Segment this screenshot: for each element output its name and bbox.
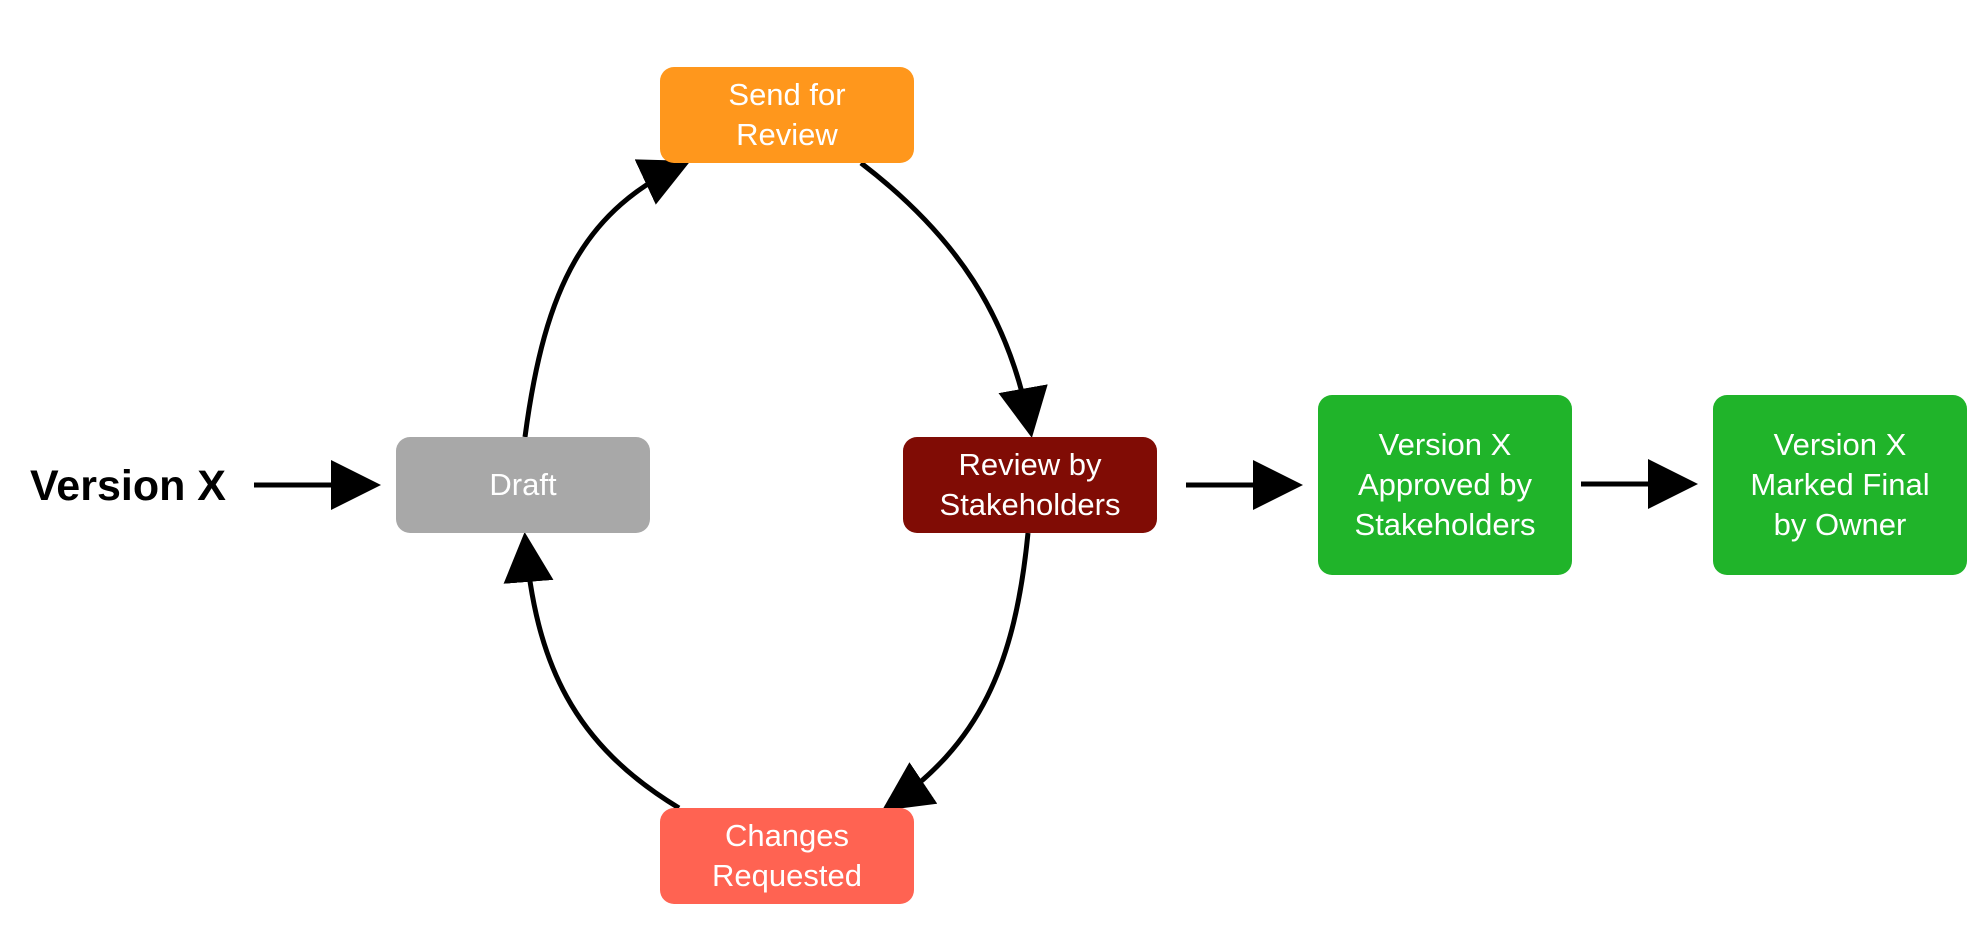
start-label-version-x: Version X xyxy=(30,461,226,510)
send-for-review-label-line-1: Send for xyxy=(728,77,846,112)
changes-requested-node: Changes Requested xyxy=(660,808,914,904)
send-for-review-node: Send for Review xyxy=(660,67,914,163)
version-marked-final-node: Version X Marked Final by Owner xyxy=(1713,395,1967,575)
changes-requested-label-line-1: Changes xyxy=(724,818,850,853)
version-final-label-line-2: Marked Final xyxy=(1750,467,1930,502)
arrow-changes-requested-to-draft xyxy=(503,532,681,811)
send-for-review-label-line-2: Review xyxy=(736,117,838,152)
version-approved-label-line-3: Stakeholders xyxy=(1354,507,1536,542)
draft-node-label: Draft xyxy=(489,467,557,502)
version-final-label-line-1: Version X xyxy=(1773,427,1907,462)
arrow-draft-to-send-for-review xyxy=(522,159,691,438)
review-by-stakeholders-label-line-2: Stakeholders xyxy=(939,487,1121,522)
version-approved-label-line-2: Approved by xyxy=(1357,467,1533,502)
changes-requested-label-line-2: Requested xyxy=(712,858,862,893)
version-approved-label-line-1: Version X xyxy=(1378,427,1512,462)
version-approved-node: Version X Approved by Stakeholders xyxy=(1318,395,1572,575)
version-final-label-line-3: by Owner xyxy=(1773,507,1907,542)
review-by-stakeholders-label-line-1: Review by xyxy=(958,447,1102,482)
arrow-send-for-review-to-review-by-stakeholders xyxy=(859,161,1048,438)
review-by-stakeholders-node: Review by Stakeholders xyxy=(903,437,1157,533)
arrow-review-by-stakeholders-to-changes-requested xyxy=(881,532,1031,811)
draft-node: Draft xyxy=(396,437,650,533)
